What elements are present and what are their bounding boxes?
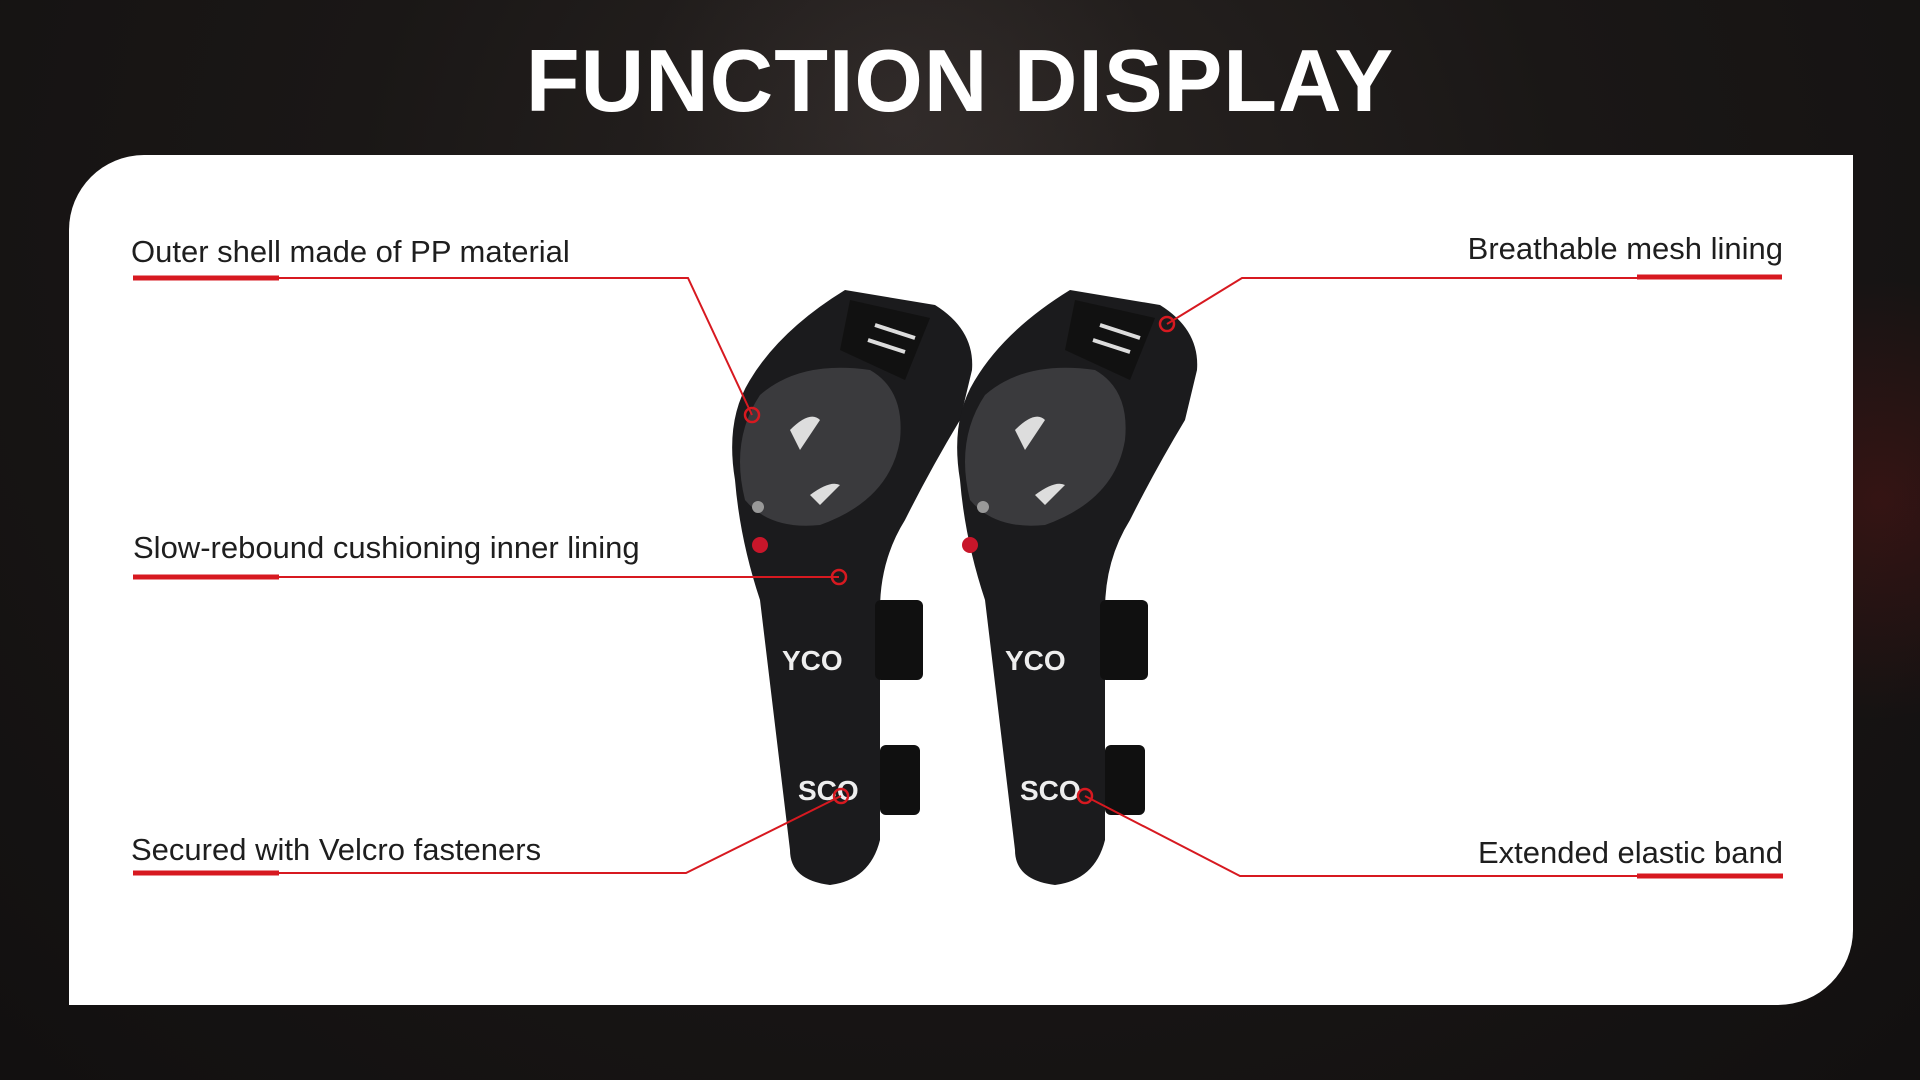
callout-mesh: Breathable mesh lining (1467, 231, 1783, 266)
knee-pad-right: YCO SCO (957, 290, 1198, 885)
svg-text:YCO: YCO (1005, 645, 1066, 676)
callout-inner-lining: Slow-rebound cushioning inner lining (133, 530, 640, 565)
page-title: FUNCTION DISPLAY (525, 31, 1395, 130)
callout-elastic: Extended elastic band (1477, 835, 1783, 870)
svg-text:YCO: YCO (782, 645, 843, 676)
svg-text:SCO: SCO (1020, 775, 1081, 806)
callout-velcro: Secured with Velcro fasteners (131, 832, 542, 867)
knee-pad-left: YCO SCO (732, 290, 973, 885)
callout-outer-shell: Outer shell made of PP material (131, 234, 570, 269)
svg-text:SCO: SCO (798, 775, 859, 806)
callout-lines (133, 274, 1783, 879)
content-card (69, 155, 1853, 1005)
